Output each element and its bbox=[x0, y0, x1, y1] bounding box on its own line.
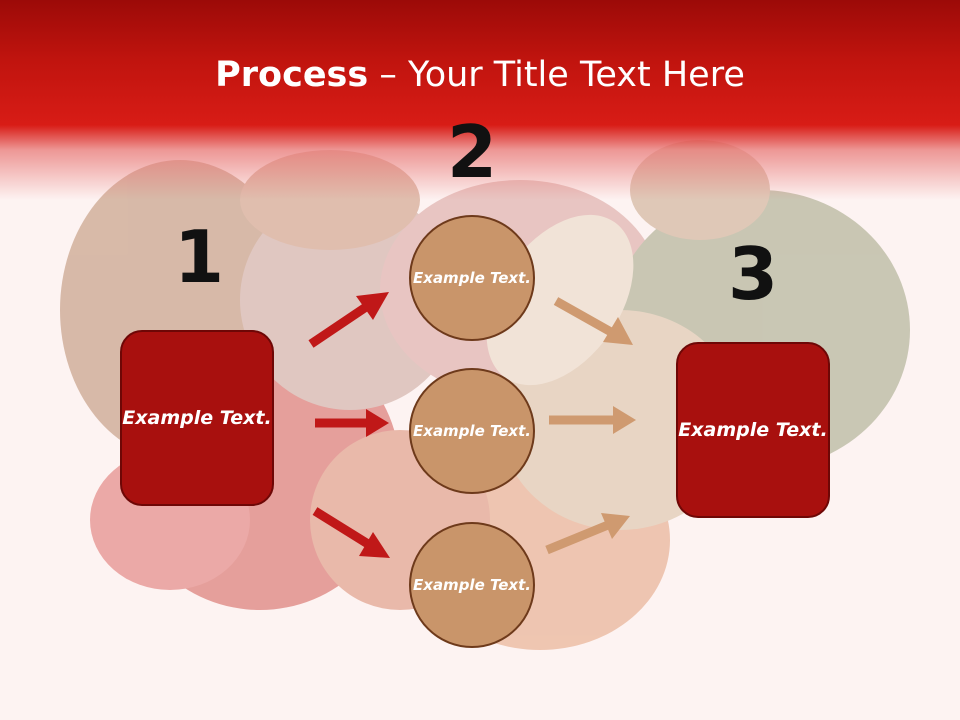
circle-middle: Example Text. bbox=[409, 368, 535, 494]
title-rest: – Your Title Text Here bbox=[368, 55, 745, 95]
circle-bottom: Example Text. bbox=[409, 522, 535, 648]
step-3-box: Example Text. bbox=[676, 342, 830, 518]
arrow-box1-to-bottom-circle bbox=[312, 507, 390, 558]
arrow-box1-to-top-circle bbox=[308, 292, 389, 348]
step-1-box: Example Text. bbox=[120, 330, 274, 506]
title-bold: Process bbox=[215, 55, 369, 95]
circle-top: Example Text. bbox=[409, 215, 535, 341]
circle-bottom-text: Example Text. bbox=[413, 575, 531, 594]
arrow-top-circle-to-box3 bbox=[553, 297, 633, 345]
step-3-text: Example Text. bbox=[678, 418, 828, 441]
step-3-number: 3 bbox=[727, 232, 779, 316]
arrow-bottom-circle-to-box3 bbox=[545, 513, 630, 555]
step-1-text: Example Text. bbox=[122, 406, 272, 429]
step-1-number: 1 bbox=[173, 215, 225, 299]
arrow-middle-circle-to-box3 bbox=[549, 406, 636, 434]
title-banner bbox=[0, 0, 960, 200]
circle-middle-text: Example Text. bbox=[413, 421, 531, 440]
arrow-box1-to-middle-circle bbox=[315, 409, 389, 437]
step-2-number: 2 bbox=[446, 110, 498, 194]
circle-top-text: Example Text. bbox=[413, 268, 531, 287]
slide-title: Process – Your Title Text Here bbox=[0, 52, 960, 98]
